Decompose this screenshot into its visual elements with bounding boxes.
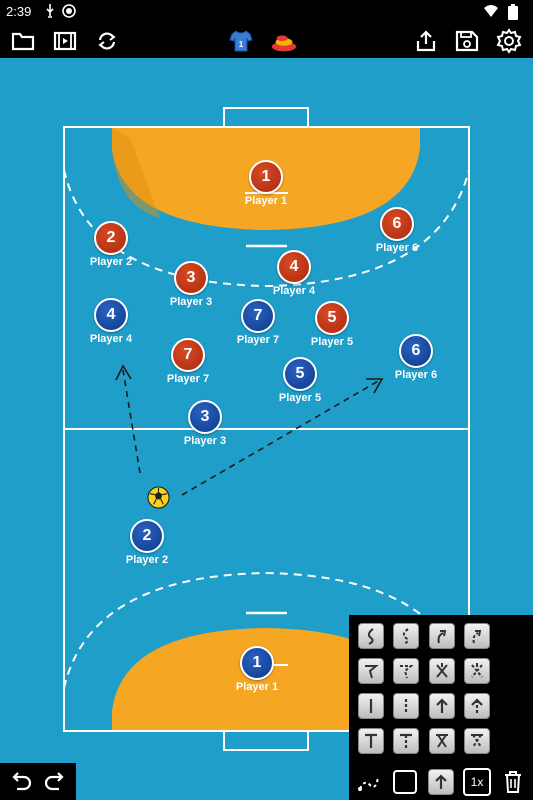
blue-player-5[interactable]: 5 Player 5 (260, 357, 340, 409)
blue-player-2[interactable]: 2 Player 2 (107, 519, 187, 571)
zigzag-shot-icon[interactable] (464, 658, 490, 684)
status-time: 2:39 (6, 4, 32, 19)
straight-dashed-arrow-icon[interactable] (464, 693, 490, 719)
player-number: 7 (241, 299, 275, 333)
player-label: Player 4 (89, 333, 133, 345)
red-player-3[interactable]: 3 Player 3 (151, 261, 231, 313)
movie-icon[interactable] (50, 26, 80, 56)
player-number: 3 (174, 261, 208, 295)
trash-icon[interactable] (499, 768, 527, 796)
player-number: 5 (315, 301, 349, 335)
block-icon[interactable] (358, 728, 384, 754)
toolbar: 1 (0, 24, 533, 58)
recording-icon (61, 3, 77, 24)
speed-button[interactable]: 1x (463, 768, 491, 796)
redo-icon[interactable] (41, 768, 69, 796)
svg-text:1: 1 (239, 40, 244, 49)
player-label: Player 3 (183, 435, 227, 447)
dashed-block-icon[interactable] (393, 728, 419, 754)
history-controls (0, 763, 76, 800)
player-label: Player 6 (375, 242, 419, 254)
square-shape-icon[interactable] (391, 768, 419, 796)
player-number: 1 (249, 160, 283, 194)
player-number: 6 (380, 207, 414, 241)
player-label: Player 5 (310, 336, 354, 348)
jersey-icon[interactable]: 1 (226, 26, 256, 56)
red-player-2[interactable]: 2 Player 2 (71, 221, 151, 273)
usb-debug-icon (44, 3, 56, 24)
sync-icon[interactable] (92, 26, 122, 56)
zigzag-pass-icon[interactable] (429, 658, 455, 684)
player-number: 1 (240, 646, 274, 680)
player-number: 7 (171, 338, 205, 372)
arrow-tool-icon[interactable] (428, 769, 454, 795)
red-player-6[interactable]: 6 Player 6 (357, 207, 437, 259)
player-label: Player 1 (235, 681, 279, 693)
player-number: 6 (399, 334, 433, 368)
curve-shot-icon[interactable] (464, 623, 490, 649)
red-player-4[interactable]: 4 Player 4 (254, 250, 334, 302)
player-number: 2 (94, 221, 128, 255)
drawing-tool-panel: 1x (349, 615, 533, 800)
status-bar: 2:39 (0, 0, 533, 24)
player-label: Player 7 (166, 373, 210, 385)
player-label: Player 2 (125, 554, 169, 566)
zigzag-dribble-icon[interactable] (393, 658, 419, 684)
blue-player-1[interactable]: 1 Player 1 (217, 646, 297, 698)
folder-icon[interactable] (8, 26, 38, 56)
straight-arrow-icon[interactable] (429, 693, 455, 719)
curve-pass-icon[interactable] (429, 623, 455, 649)
player-label: Player 7 (236, 334, 280, 346)
cones-icon[interactable] (269, 26, 299, 56)
red-player-7[interactable]: 7 Player 7 (148, 338, 228, 390)
player-number: 4 (277, 250, 311, 284)
player-label: Player 6 (394, 369, 438, 381)
curve-run-icon[interactable] (358, 623, 384, 649)
save-icon[interactable] (452, 26, 482, 56)
wifi-icon (483, 3, 499, 24)
red-player-1[interactable]: 1 Player 1 (226, 160, 306, 212)
player-label: Player 2 (89, 256, 133, 268)
blue-player-6[interactable]: 6 Player 6 (376, 334, 456, 386)
cross-arrow-icon[interactable] (429, 728, 455, 754)
freehand-path-icon[interactable] (355, 768, 383, 796)
blue-player-7[interactable]: 7 Player 7 (218, 299, 298, 351)
blue-player-3[interactable]: 3 Player 3 (165, 400, 245, 452)
player-label: Player 4 (272, 285, 316, 297)
player-number: 2 (130, 519, 164, 553)
red-player-5[interactable]: 5 Player 5 (292, 301, 372, 353)
battery-icon (508, 4, 518, 25)
zigzag-run-icon[interactable] (358, 658, 384, 684)
court-lines (63, 107, 470, 751)
player-label: Player 1 (244, 195, 288, 207)
player-number: 5 (283, 357, 317, 391)
player-number: 4 (94, 298, 128, 332)
straight-line-icon[interactable] (358, 693, 384, 719)
share-icon[interactable] (411, 26, 441, 56)
ball-icon[interactable] (147, 486, 170, 509)
player-number: 3 (188, 400, 222, 434)
straight-dashed-icon[interactable] (393, 693, 419, 719)
blue-player-4[interactable]: 4 Player 4 (71, 298, 151, 350)
undo-icon[interactable] (7, 768, 35, 796)
settings-icon[interactable] (494, 26, 524, 56)
dashed-cross-icon[interactable] (464, 728, 490, 754)
player-label: Player 5 (278, 392, 322, 404)
player-label: Player 3 (169, 296, 213, 308)
curve-dribble-icon[interactable] (393, 623, 419, 649)
